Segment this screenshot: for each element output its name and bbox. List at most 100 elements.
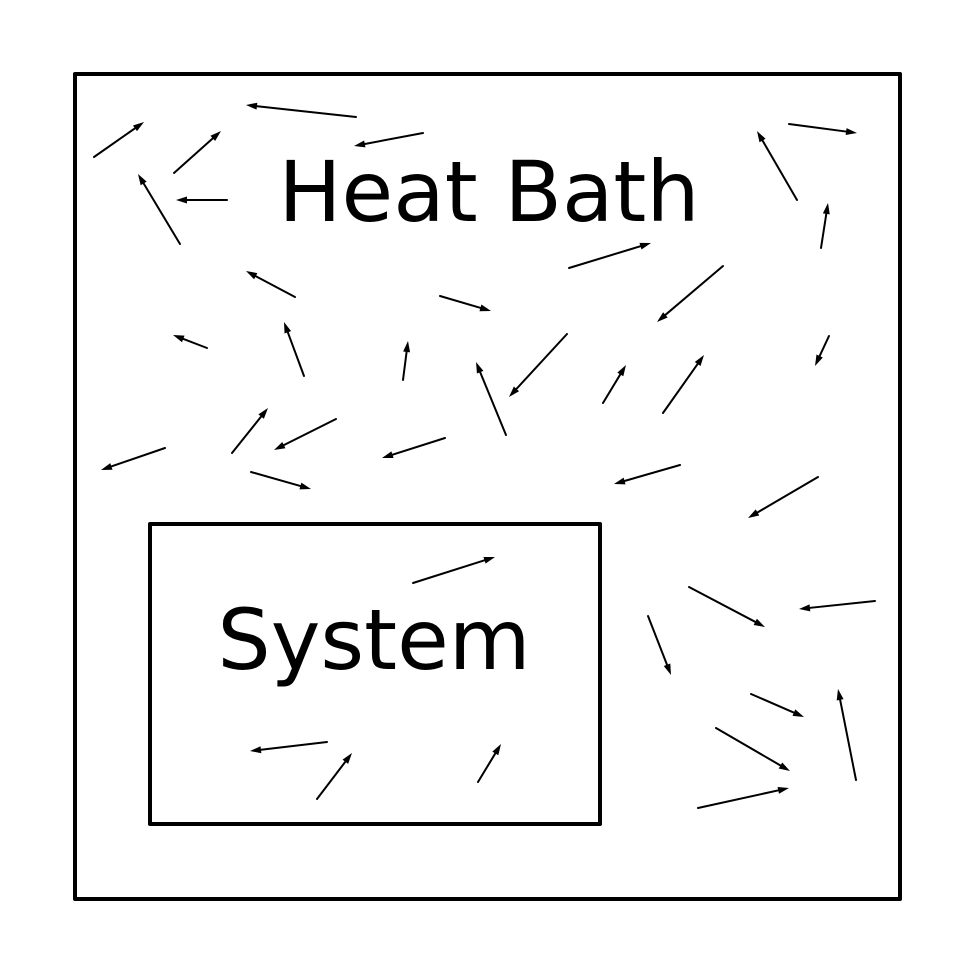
particle-arrow — [402, 341, 411, 381]
arrow-head — [299, 482, 311, 490]
arrow-shaft — [715, 727, 784, 768]
arrow-head — [138, 174, 147, 186]
arrow-head — [845, 128, 857, 136]
arrow-shaft — [281, 418, 337, 447]
heat-bath-box — [73, 72, 902, 901]
arrow-shaft — [838, 696, 857, 781]
system-box — [148, 522, 602, 826]
arrow-shaft — [477, 750, 498, 783]
arrow-shaft — [621, 464, 681, 483]
particle-arrow — [274, 418, 337, 450]
arrow-head — [509, 386, 520, 397]
particle-arrow — [697, 786, 789, 809]
arrow-shaft — [402, 348, 408, 381]
arrow-shaft — [568, 244, 644, 269]
particle-arrow — [250, 741, 328, 754]
particle-arrow — [354, 132, 424, 148]
arrow-head — [250, 746, 262, 754]
arrow-shaft — [389, 437, 446, 457]
arrow-shaft — [316, 759, 348, 800]
arrow-head — [757, 131, 766, 143]
particle-arrow — [815, 335, 830, 366]
particle-arrow — [412, 556, 495, 584]
particle-arrow — [476, 362, 507, 436]
arrow-head — [101, 463, 113, 470]
arrow-head — [258, 408, 268, 419]
arrow-shaft — [257, 741, 328, 751]
arrow-head — [822, 203, 830, 215]
particle-arrow — [316, 753, 352, 800]
arrow-head — [799, 604, 811, 612]
arrow-head — [210, 131, 221, 141]
arrow-shaft — [439, 295, 484, 310]
arrow-head — [657, 312, 668, 322]
arrow-shaft — [602, 371, 623, 404]
arrow-head — [639, 242, 651, 250]
arrow-shaft — [760, 137, 798, 201]
arrow-shaft — [788, 123, 850, 133]
arrow-head — [694, 355, 704, 367]
particle-arrow — [509, 333, 568, 397]
arrow-head — [663, 663, 671, 675]
particle-arrow — [799, 600, 876, 612]
particle-arrow — [284, 322, 305, 377]
arrow-shaft — [697, 788, 782, 809]
particle-arrow — [176, 196, 228, 204]
arrow-shaft — [252, 274, 296, 298]
arrow-head — [836, 689, 844, 701]
arrow-head — [476, 362, 484, 374]
arrow-head — [815, 354, 823, 366]
heat-bath-label: Heat Bath — [278, 143, 699, 241]
arrow-head — [792, 709, 804, 717]
arrow-head — [246, 271, 258, 280]
arrow-shaft — [806, 600, 876, 610]
arrow-shaft — [93, 126, 138, 158]
arrow-head — [246, 102, 258, 110]
particle-arrow — [173, 131, 221, 174]
arrow-shaft — [361, 132, 424, 146]
particle-arrow — [246, 102, 357, 118]
particle-arrow — [820, 203, 830, 249]
particle-arrow — [657, 265, 724, 322]
arrow-head — [173, 335, 185, 343]
arrow-head — [403, 341, 411, 353]
arrow-shaft — [514, 333, 568, 392]
particle-arrow — [138, 174, 181, 245]
particle-arrow — [231, 408, 268, 454]
particle-arrow — [836, 689, 857, 781]
arrow-head — [492, 744, 501, 756]
arrow-head — [614, 477, 626, 485]
arrow-shaft — [180, 337, 208, 349]
arrow-shaft — [412, 558, 488, 584]
particle-arrow — [662, 355, 704, 414]
arrow-head — [284, 322, 292, 334]
arrow-shaft — [231, 414, 264, 454]
arrow-shaft — [478, 369, 507, 436]
particle-arrow — [757, 131, 798, 201]
arrow-shaft — [253, 104, 357, 118]
particle-arrow — [439, 295, 491, 312]
arrow-head — [748, 509, 760, 518]
arrow-shaft — [250, 471, 304, 488]
particle-arrow — [647, 615, 671, 675]
arrow-head — [132, 122, 144, 132]
arrow-shaft — [817, 335, 830, 359]
arrow-head — [777, 786, 789, 794]
particle-arrow — [93, 122, 144, 158]
arrow-head — [354, 140, 366, 148]
arrow-shaft — [173, 135, 216, 174]
system-label: System — [217, 591, 530, 689]
particle-arrow — [173, 335, 208, 349]
particle-arrow — [688, 586, 765, 627]
arrow-shaft — [688, 586, 759, 624]
particle-arrow — [748, 476, 819, 518]
particle-arrow — [382, 437, 446, 459]
arrow-head — [479, 304, 491, 312]
arrow-head — [778, 762, 790, 771]
arrow-shaft — [754, 476, 819, 515]
arrow-head — [274, 441, 286, 450]
arrow-shaft — [141, 180, 181, 245]
arrow-shaft — [647, 615, 669, 668]
